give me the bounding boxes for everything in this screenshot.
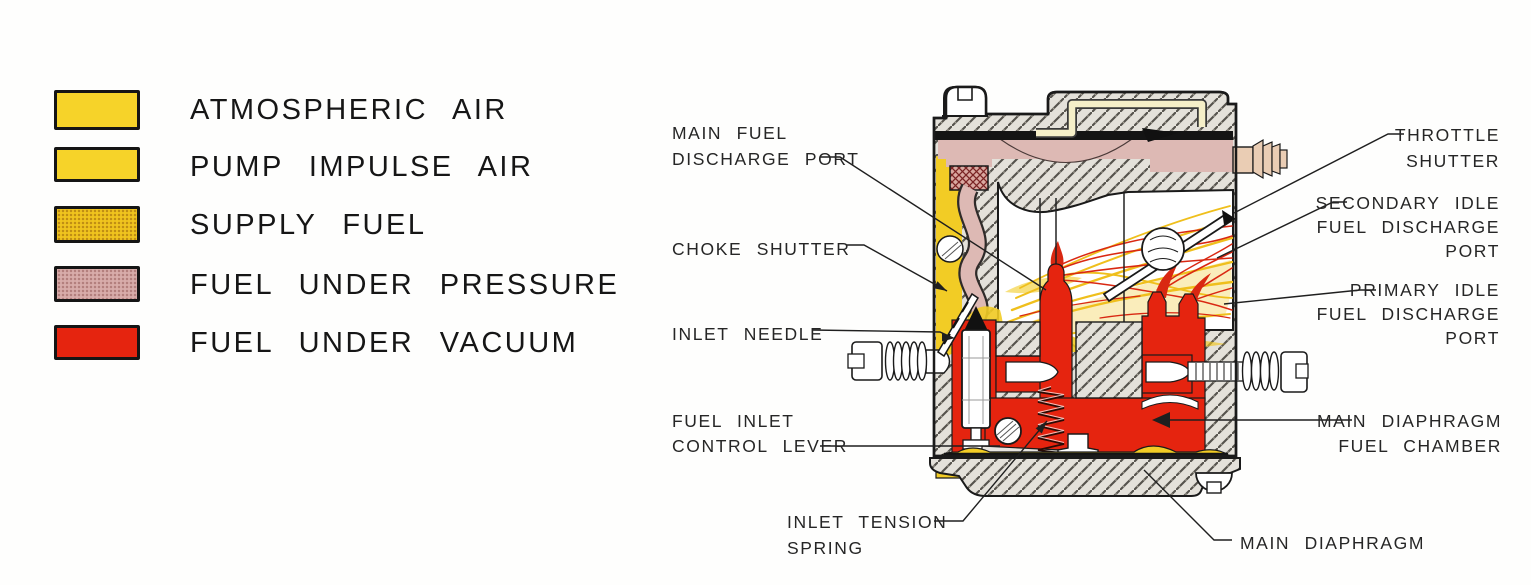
inlet-needle-tip	[964, 306, 988, 331]
legend-label-pump-impulse-air: PUMP IMPULSE AIR	[190, 151, 534, 183]
fuel-jet	[1005, 361, 1059, 383]
callout-main-fuel-discharge-port: MAIN FUEL DISCHARGE PORT	[672, 123, 860, 169]
diaphragm-cover	[929, 457, 1241, 497]
legend-label-atmospheric-air: ATMOSPHERIC AIR	[190, 94, 508, 126]
main-diaphragm-assembly	[929, 445, 1241, 497]
idle-adjust-screw	[847, 341, 951, 381]
callout-main-diaphragm: MAIN DIAPHRAGM	[1240, 533, 1425, 553]
legend-swatch-fuel-under-pressure	[54, 266, 140, 302]
leader-throttle-shutter	[1233, 133, 1404, 214]
leader-inlet-needle	[811, 329, 954, 339]
inlet-needle-part	[961, 329, 991, 429]
legend-swatch-supply-fuel	[54, 206, 140, 243]
leader-choke-shutter	[846, 244, 948, 292]
pump-gasket	[934, 131, 1233, 140]
callout-throttle-shutter: THROTTLE SHUTTER	[1394, 125, 1500, 171]
pump-impulse-channel	[1036, 100, 1206, 137]
callout-inlet-tension-spring: INLET TENSION SPRING	[787, 512, 948, 558]
legend-label-fuel-under-vacuum: FUEL UNDER VACUUM	[190, 327, 579, 359]
legend-swatch-pump-impulse-air	[54, 147, 140, 182]
leader-secondary-idle-port	[1216, 201, 1347, 259]
legend-label-fuel-under-pressure: FUEL UNDER PRESSURE	[190, 269, 620, 301]
fuel-pump-section	[934, 99, 1233, 191]
fuel-filter-screen	[949, 165, 989, 191]
callout-inlet-needle: INLET NEEDLE	[672, 324, 824, 344]
leader-primary-idle-port	[1223, 289, 1376, 305]
legend-label-supply-fuel: SUPPLY FUEL	[190, 209, 427, 241]
callout-main-diaphragm-fuel-chamber: MAIN DIAPHRAGM FUEL CHAMBER	[1317, 411, 1502, 456]
callout-primary-idle-fuel-discharge-port: PRIMARY IDLE FUEL DISCHARGE PORT	[1316, 280, 1500, 348]
callout-secondary-idle-fuel-discharge-port: SECONDARY IDLE FUEL DISCHARGE PORT	[1315, 193, 1500, 261]
casting-islands	[995, 321, 1199, 410]
inlet-valve-flap	[1142, 128, 1178, 142]
leader-main-fuel-discharge-port	[820, 156, 1047, 291]
choke-shutter-plate	[936, 235, 980, 358]
leader-inlet-tension-spring	[934, 420, 1048, 522]
callout-fuel-inlet-control-lever: FUEL INLET CONTROL LEVER	[672, 411, 848, 456]
fuel-inlet-fitting	[1232, 138, 1288, 180]
body-outline	[932, 85, 1238, 458]
callout-choke-shutter: CHOKE SHUTTER	[672, 239, 851, 259]
throttle-shaft-boss	[1141, 227, 1185, 271]
high-speed-adjust-screw	[1145, 351, 1309, 393]
leader-main-diaphragm	[1143, 469, 1232, 541]
leader-lines	[811, 133, 1404, 541]
inlet-tension-spring-part	[1037, 387, 1065, 454]
supply-fuel-tube	[957, 183, 989, 329]
throttle-shutter-plate	[1102, 210, 1236, 303]
legend-swatch-atmospheric-air	[54, 90, 140, 130]
legend-swatch-fuel-under-vacuum	[54, 325, 140, 360]
